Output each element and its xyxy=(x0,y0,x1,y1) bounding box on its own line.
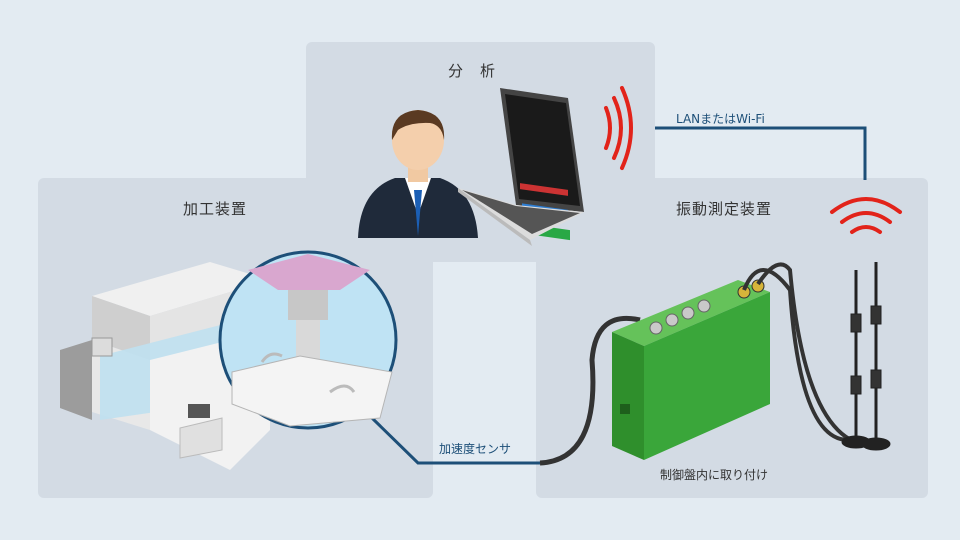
antenna-cable xyxy=(742,268,849,442)
wifi-signal-icon xyxy=(604,86,633,170)
laptop-icon xyxy=(458,88,584,246)
sensor-label: 加速度センサ xyxy=(439,442,512,456)
cnc-machine-icon xyxy=(60,262,270,470)
panel-analysis-title: 分 析 xyxy=(448,62,497,80)
sensor-connection-line xyxy=(370,416,540,465)
spindle-icon xyxy=(218,250,398,430)
panel-vibration-title: 振動測定装置 xyxy=(676,200,773,218)
sensor-cable xyxy=(539,315,641,466)
sensor-device-icon xyxy=(612,279,770,460)
person-icon xyxy=(358,110,478,238)
mount-caption: 制御盤内に取り付け xyxy=(660,468,769,482)
panel-machining-title: 加工装置 xyxy=(183,200,248,218)
lan-connection-line xyxy=(655,126,867,180)
wifi-signal-icon xyxy=(830,197,902,234)
antenna-icon xyxy=(841,262,891,451)
lan-label: LANまたはWi-Fi xyxy=(676,112,765,126)
